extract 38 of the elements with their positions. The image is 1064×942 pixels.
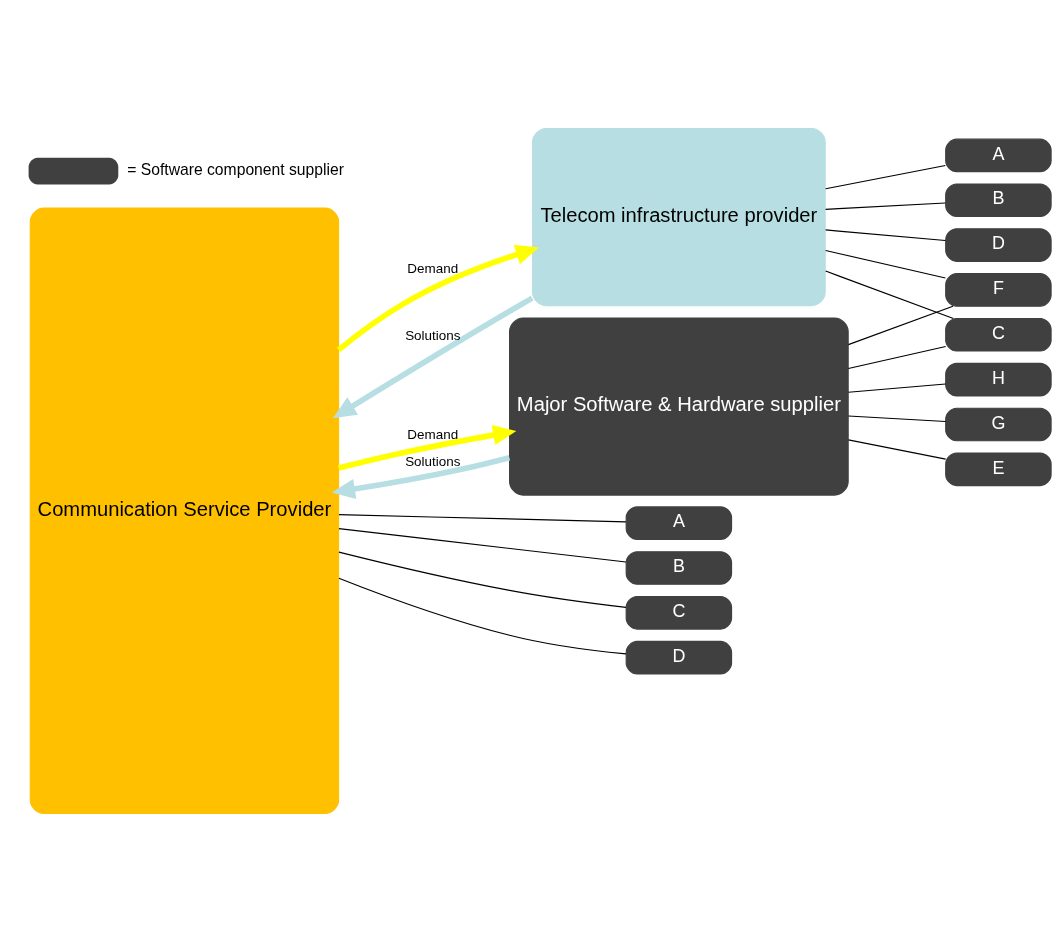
node-box: A	[625, 506, 733, 540]
node-box: Telecom infrastructure provider	[532, 127, 826, 307]
node-box: H	[945, 362, 1052, 397]
connector	[825, 229, 946, 242]
node-box: F	[945, 273, 1052, 307]
connector	[338, 551, 627, 608]
arrow	[337, 425, 517, 471]
connector	[847, 439, 947, 460]
edge-label: Demand	[407, 260, 459, 276]
edge-label: Solutions	[405, 327, 461, 343]
node-box: E	[945, 452, 1052, 487]
node-box: C	[945, 317, 1052, 352]
connector	[825, 164, 946, 190]
node-box: A	[945, 138, 1052, 173]
node-box: G	[945, 407, 1052, 442]
connector	[825, 249, 946, 279]
connector	[847, 415, 947, 423]
edge-label: Solutions	[405, 453, 461, 469]
connector	[338, 577, 627, 655]
connector	[847, 345, 947, 369]
connector	[338, 528, 627, 563]
arrow	[336, 244, 539, 352]
node-box: D	[625, 640, 733, 675]
node-box: Major Software & Hardware supplier	[509, 317, 849, 496]
legend-label: = Software component supplier	[127, 161, 344, 179]
node-box: Communication Service Provider	[29, 207, 340, 815]
arrow	[332, 295, 534, 419]
node-box: B	[625, 551, 733, 585]
connector	[847, 383, 947, 393]
edge-label: Demand	[407, 426, 459, 442]
connector	[825, 202, 946, 210]
node-box: D	[945, 228, 1052, 262]
connector	[847, 305, 954, 346]
connector	[338, 514, 627, 523]
connector	[825, 270, 954, 320]
node-box: B	[945, 183, 1052, 218]
node-box: C	[625, 596, 733, 630]
arrow	[331, 455, 511, 500]
